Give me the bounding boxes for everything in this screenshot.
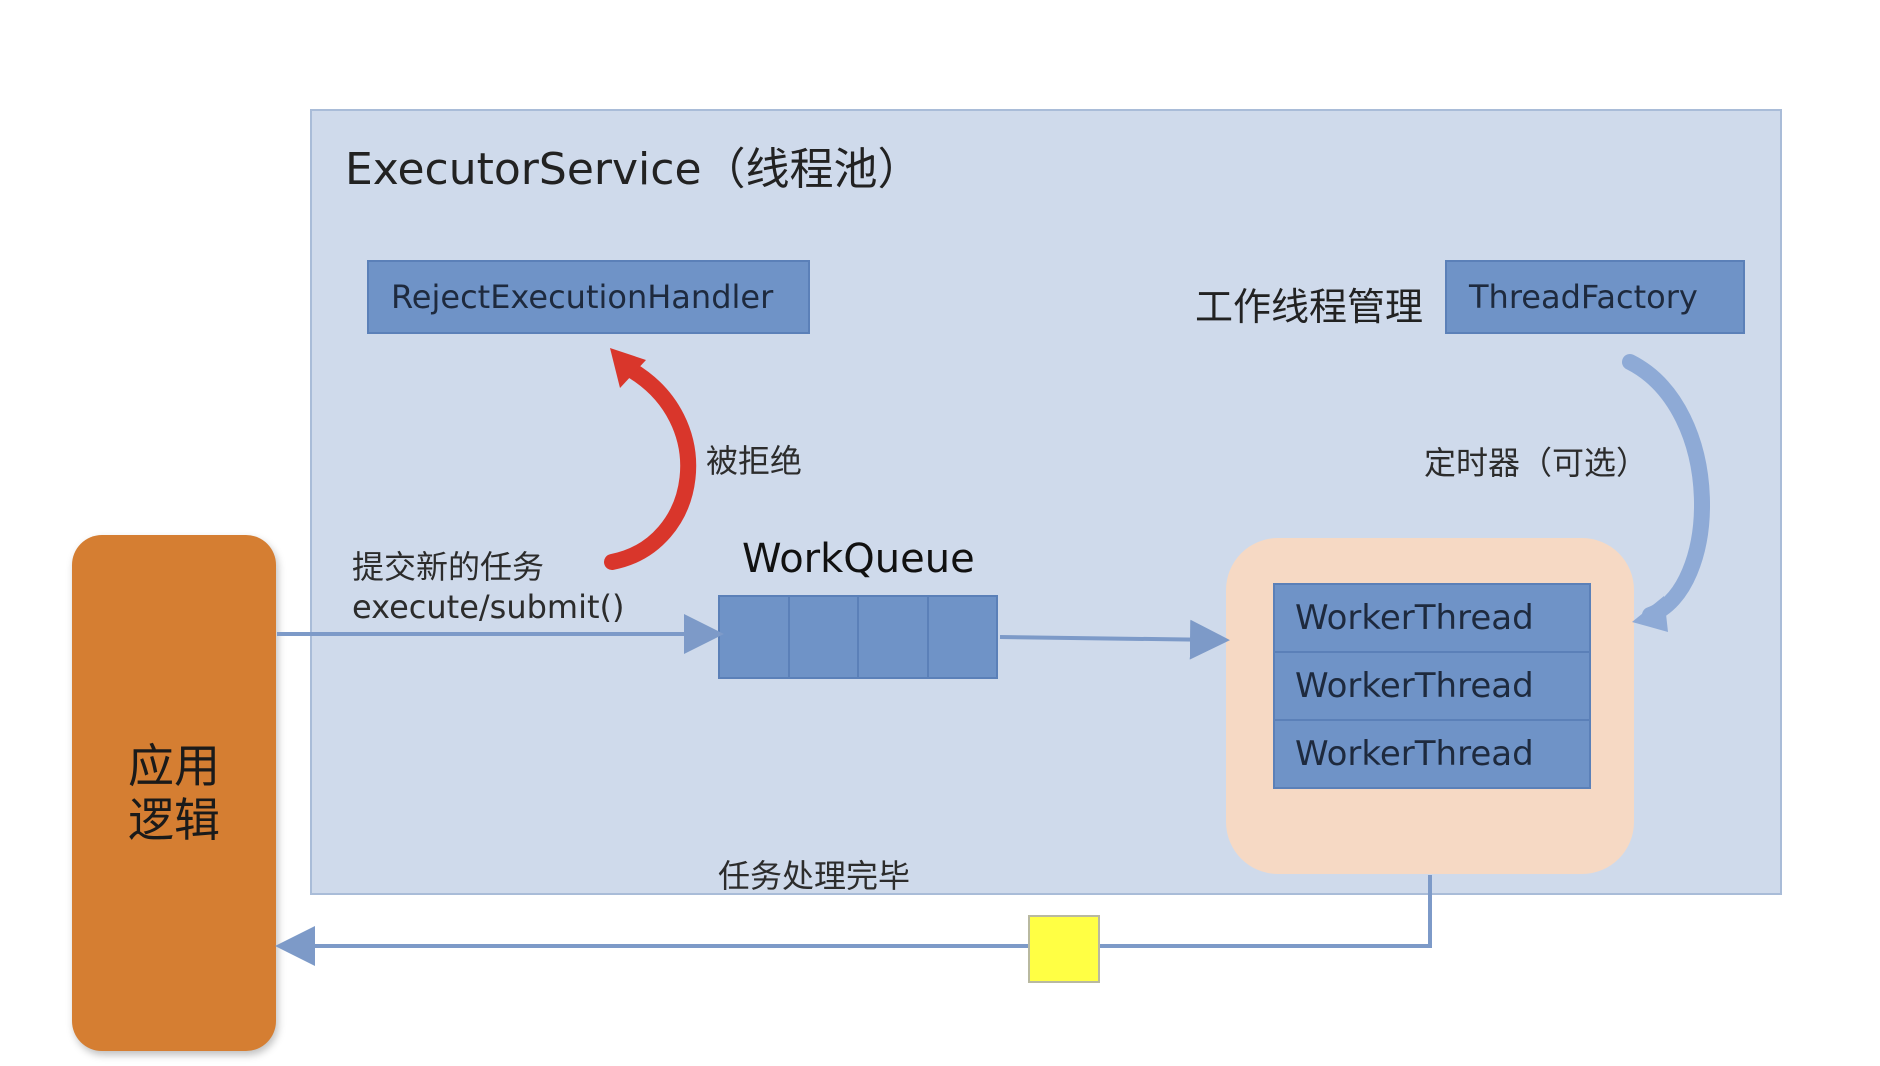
submit-task-label-line1: 提交新的任务 [352, 548, 545, 586]
result-token [1028, 915, 1100, 983]
submit-task-label: 提交新的任务 execute/submit() [352, 547, 625, 627]
thread-factory-label: ThreadFactory [1469, 278, 1698, 316]
rejected-label: 被拒绝 [706, 442, 803, 480]
dispatch-arrow [999, 619, 1230, 660]
reject-handler-label: RejectExecutionHandler [391, 278, 774, 316]
task-done-label: 任务处理完毕 [718, 857, 911, 895]
reject-arrow [604, 360, 697, 570]
pool-title: ExecutorService（线程池） [345, 144, 922, 195]
worker-thread: WorkerThread [1275, 653, 1589, 721]
application-logic-block: 应用 逻辑 [72, 535, 276, 1051]
thread-factory-box: ThreadFactory [1445, 260, 1745, 334]
submit-task-label-line2: execute/submit() [352, 588, 625, 626]
thread-management-label: 工作线程管理 [1195, 285, 1424, 329]
work-queue-slot [859, 597, 929, 677]
return-arrow [275, 875, 1432, 966]
work-queue-slot [928, 597, 996, 677]
application-logic-label: 应用 逻辑 [124, 739, 224, 847]
work-queue [718, 595, 998, 679]
application-logic-label-line1: 应用 [128, 739, 220, 793]
timer-arrow-head [1632, 596, 1668, 632]
worker-thread: WorkerThread [1275, 585, 1589, 653]
work-queue-slot [720, 597, 790, 677]
reject-arrow-head [610, 348, 646, 388]
reject-execution-handler-box: RejectExecutionHandler [367, 260, 810, 334]
timer-arrow [1622, 354, 1710, 623]
worker-thread: WorkerThread [1275, 721, 1589, 787]
application-logic-label-line2: 逻辑 [128, 793, 220, 847]
worker-thread-stack: WorkerThread WorkerThread WorkerThread [1273, 583, 1591, 789]
work-queue-slot [789, 597, 859, 677]
timer-label: 定时器（可选） [1424, 444, 1649, 482]
work-queue-label: WorkQueue [742, 536, 975, 582]
